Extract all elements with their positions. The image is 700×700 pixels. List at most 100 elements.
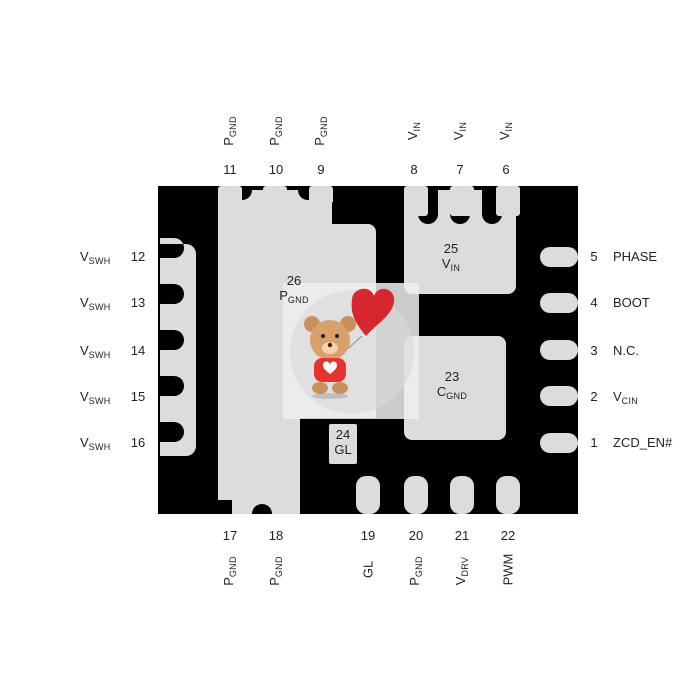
pad-pin-22: [496, 476, 520, 514]
pin-name: PHASE: [613, 249, 658, 264]
pad-pin-4: [540, 293, 578, 313]
top-pin-label: VIN: [497, 101, 514, 161]
pin-name: GL: [334, 441, 352, 457]
pin-name: V: [80, 295, 89, 310]
left-pin-label: VSWH: [80, 390, 111, 406]
pin-number: 5: [590, 249, 598, 264]
bottom-pin-label: PWM: [500, 540, 516, 600]
pin-name: V: [405, 131, 420, 141]
pin-name-subscript: SWH: [88, 302, 111, 312]
cgnd-pad: [404, 336, 506, 440]
pin-name: P: [407, 577, 422, 586]
pin-name-subscript: GND: [287, 294, 309, 305]
pin-number: 1: [590, 435, 598, 450]
pad-pin-3: [540, 340, 578, 360]
pin-name-subscript: GND: [274, 556, 284, 578]
pin-name-subscript: GND: [274, 116, 284, 138]
right-pin-label: PHASE: [613, 250, 657, 263]
vin-pad: [404, 190, 516, 294]
pin-number: 13: [130, 295, 146, 310]
pad-pin-19: [356, 476, 380, 514]
pin-name: V: [80, 389, 89, 404]
pin-number: 8: [410, 162, 418, 177]
pin-name-subscript: GND: [319, 116, 329, 138]
pin-name-subscript: GND: [446, 390, 468, 401]
pin-number: 10: [268, 162, 284, 177]
pad-pin-5: [540, 247, 578, 267]
pin-name-subscript: GND: [414, 556, 424, 578]
pad-pin-1: [540, 433, 578, 453]
pin-name: V: [451, 131, 466, 141]
top-pin-label: PGND: [267, 101, 284, 161]
pin-name-subscript: SWH: [88, 350, 111, 360]
pin-number: 9: [317, 162, 325, 177]
pin-name: N.C.: [613, 343, 639, 358]
bottom-pin-label: VDRV: [453, 541, 470, 601]
pin-name: PWM: [500, 553, 516, 586]
pin-name-subscript: DRV: [460, 556, 470, 577]
pin-name: V: [497, 131, 512, 141]
pin-number: 3: [590, 343, 598, 358]
left-pin-label: VSWH: [80, 250, 111, 266]
pin-name: P: [312, 137, 327, 146]
pin-name: P: [279, 287, 288, 303]
pin-number: 6: [502, 162, 510, 177]
pin-name: V: [613, 389, 622, 404]
pin-number: 15: [130, 389, 146, 404]
gl-pad: [329, 424, 357, 464]
pad-number: 23: [444, 369, 460, 384]
pin-number: 12: [130, 249, 146, 264]
pin-name-subscript: GND: [228, 116, 238, 138]
right-pin-label: N.C.: [613, 344, 639, 357]
pin-number: 4: [590, 295, 598, 310]
pad-number: 26: [286, 273, 302, 288]
pin-number: 21: [454, 528, 470, 543]
pin-name: P: [267, 577, 282, 586]
top-pin-label: VIN: [451, 101, 468, 161]
pin-name: ZCD_EN#: [613, 435, 673, 450]
left-pin-label: VSWH: [80, 296, 111, 312]
pin-name-subscript: IN: [412, 121, 422, 132]
pin-number: 18: [268, 528, 284, 543]
teddy-bear-icon: [304, 316, 356, 399]
pin-name: BOOT: [613, 295, 650, 310]
sticker-overlay: [283, 283, 419, 419]
pin-number: 11: [223, 162, 237, 177]
pin-name: V: [453, 576, 468, 586]
pin-number: 19: [360, 528, 376, 543]
pad-pin-2: [540, 386, 578, 406]
pin-number: 2: [590, 389, 598, 404]
pin-name: V: [441, 255, 451, 271]
pin-name: P: [221, 137, 236, 146]
pad-pin-7: [450, 186, 474, 216]
pad-pin-20: [404, 476, 428, 514]
left-pin-label: VSWH: [80, 436, 111, 452]
bottom-pin-label: PGND: [267, 541, 284, 601]
pin-number: 7: [456, 162, 464, 177]
pin-name: GL: [360, 560, 376, 579]
top-pin-label: VIN: [405, 101, 422, 161]
pin-name-subscript: IN: [450, 262, 461, 273]
pin-name-subscript: IN: [504, 121, 514, 132]
pin-name: P: [267, 137, 282, 146]
pin-name: P: [221, 577, 236, 586]
left-pin-pads: [160, 238, 196, 456]
pin-number: 20: [408, 528, 424, 543]
pin-name-subscript: SWH: [88, 256, 111, 266]
top-pin-label: PGND: [312, 101, 329, 161]
pin-name: V: [80, 343, 89, 358]
pin-name-subscript: SWH: [88, 396, 111, 406]
pad-pin-21: [450, 476, 474, 514]
right-pin-label: BOOT: [613, 296, 650, 309]
top-pin-label: PGND: [221, 101, 238, 161]
pin-number: 14: [130, 343, 146, 358]
swh-pad: [160, 238, 196, 456]
bottom-pin-label: PGND: [407, 541, 424, 601]
pin-name-subscript: IN: [458, 121, 468, 132]
right-pin-label: ZCD_EN#: [613, 436, 672, 449]
